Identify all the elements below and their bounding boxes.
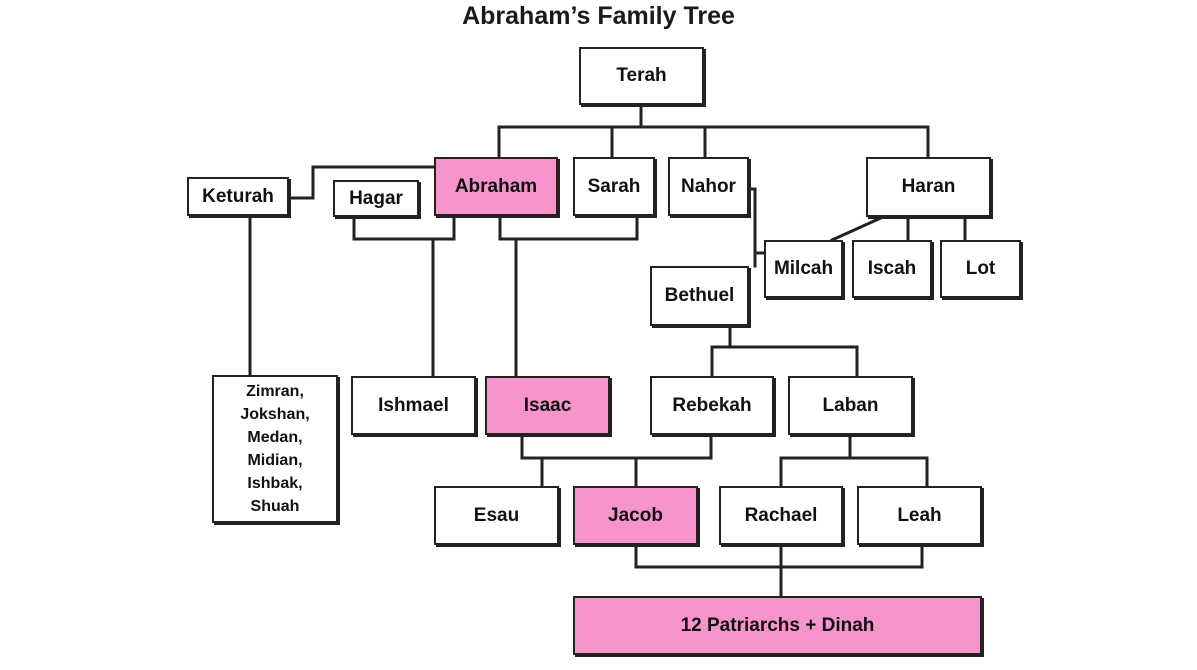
person-nahor: Nahor [668,157,749,216]
person-sarah: Sarah [573,157,655,216]
person-laban: Laban [788,376,913,435]
line-haran-milcah [830,215,885,242]
line-hagar-abraham [352,214,456,241]
person-milcah: Milcah [764,240,843,298]
person-rachael: Rachael [719,486,843,545]
patriarchs-box: 12 Patriarchs + Dinah [573,596,982,655]
line-isaac-rebekah [520,433,713,460]
diagram-title: Abraham’s Family Tree [462,2,735,30]
person-bethuel: Bethuel [650,266,749,326]
person-jacob: Jacob [573,486,698,545]
line-abraham-sarah [498,214,639,241]
person-haran: Haran [866,157,991,217]
line-keturah-abraham [286,165,437,200]
person-terah: Terah [579,47,704,105]
person-isaac: Isaac [485,376,610,435]
person-hagar: Hagar [333,180,419,217]
keturah-sons-list: Zimran, Jokshan, Medan, Midian, Ishbak, … [212,375,338,523]
person-iscah: Iscah [852,240,932,298]
person-leah: Leah [857,486,982,545]
person-lot: Lot [940,240,1021,298]
person-esau: Esau [434,486,559,545]
line-jacob-wives [634,543,924,569]
person-rebekah: Rebekah [650,376,774,435]
person-keturah: Keturah [187,177,289,216]
line-nahor-milcah [746,187,767,255]
person-ishmael: Ishmael [351,376,476,435]
person-abraham: Abraham [434,157,558,216]
